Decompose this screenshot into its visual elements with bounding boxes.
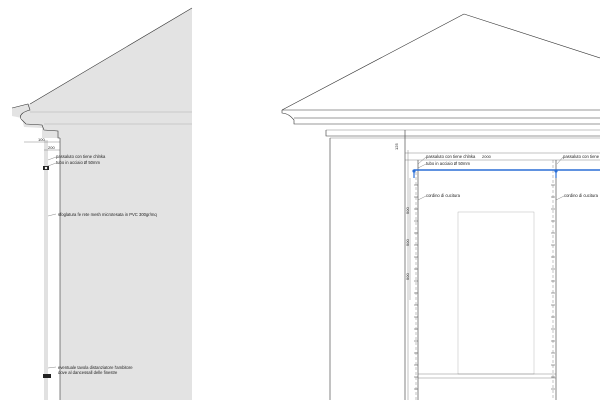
left-cornice: [11, 103, 60, 139]
left-note-finestre: dove al dancessall delle finestre: [58, 370, 118, 375]
pipe-right-joint: [554, 169, 558, 173]
right-leader-passaluto-2: [556, 156, 564, 165]
left-leader-2: [47, 162, 57, 167]
right-note-cordino-left: cordino di cucitura: [426, 193, 461, 198]
right-leader-tubo: [417, 163, 427, 169]
right-dim-125: 125: [394, 143, 399, 150]
right-elevation-view: 2000 125 passaluto con tiene chlnka tubo…: [281, 13, 600, 400]
left-dim-100: 100: [38, 137, 45, 142]
left-top-ring: [44, 166, 48, 170]
right-leader-passaluto: [417, 156, 427, 165]
left-note-rete: sfoglatura fe rete mesh microtesata in P…: [58, 212, 157, 217]
right-vdim-2: 500: [405, 239, 410, 246]
pipe-left-joint: [412, 169, 416, 173]
left-bottom-bracket: [43, 374, 51, 378]
right-note-passaluto-2: passaluto con tiene: [563, 154, 600, 159]
right-roof-right-slope: [463, 13, 600, 59]
left-dim-200: 200: [48, 145, 55, 150]
left-section-view: 100 200 passaluto con tiene chlnka tubo …: [11, 7, 193, 400]
right-dim-2000: 2000: [482, 154, 492, 159]
left-roof-line: [29, 7, 193, 105]
right-cornice-band: [325, 130, 600, 137]
right-leader-cordino-left: [417, 195, 427, 201]
right-roof: [282, 14, 600, 118]
left-note-tavola: eventuale tavola distanziatore l'ambitor…: [58, 365, 133, 370]
right-vdim-3: 500: [405, 273, 410, 280]
left-note-tubo: tubo in acciaio Ø 50mm: [56, 160, 101, 165]
left-leader-3: [47, 213, 57, 217]
left-leader-4: [47, 366, 57, 369]
right-note-tubo: tubo in acciaio Ø 50mm: [426, 161, 471, 166]
right-note-cordino-right: cordino di cucitura: [564, 193, 599, 198]
right-cornice-profile: [281, 110, 600, 125]
right-leader-cordino-right: [555, 195, 565, 201]
right-note-passaluto: passaluto con tiene chlnka: [426, 154, 476, 159]
window-outline: [457, 211, 535, 375]
left-leader-1: [47, 156, 57, 161]
right-vdim-1: 500: [405, 207, 410, 214]
left-note-passaluto: passaluto con tiene chlnka: [56, 154, 106, 159]
left-wall-fill: [12, 8, 192, 400]
right-roof-left-slope: [281, 13, 465, 111]
